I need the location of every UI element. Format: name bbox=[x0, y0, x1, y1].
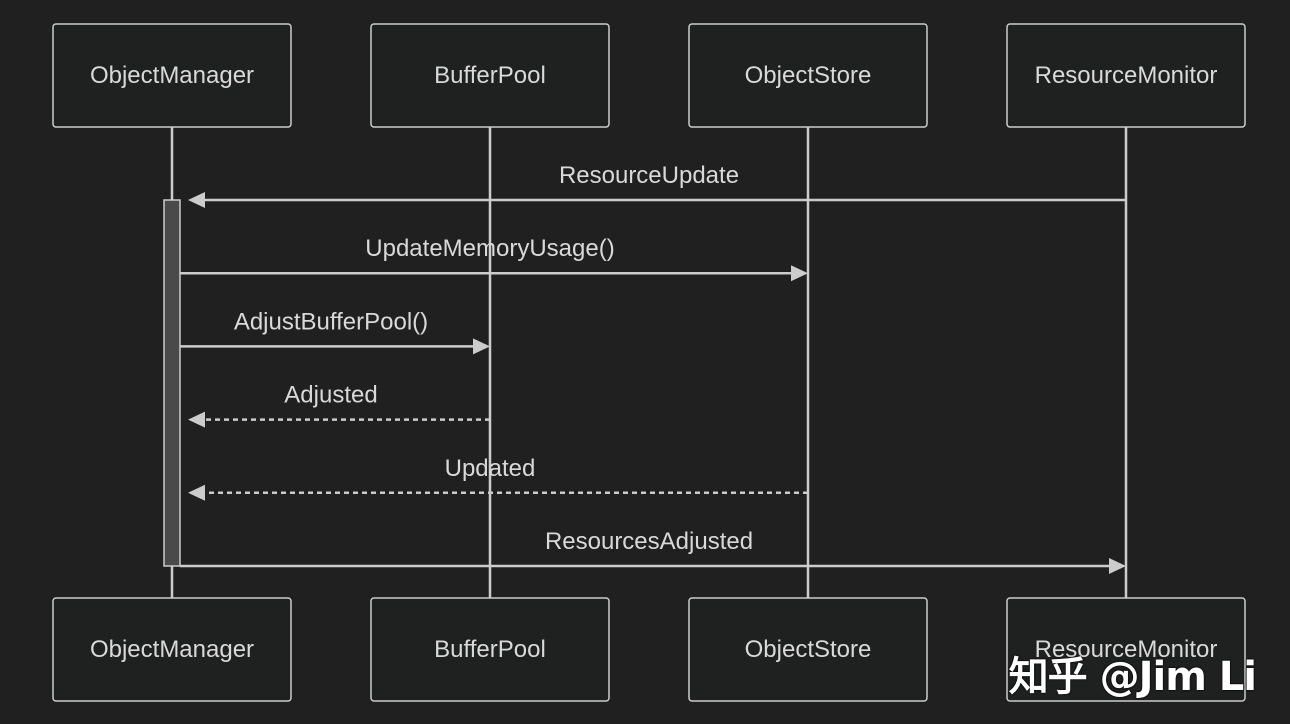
message-label: Updated bbox=[445, 455, 536, 482]
actor-rm-top: ResourceMonitor bbox=[1006, 23, 1246, 128]
message-2: UpdateMemoryUsage() bbox=[180, 235, 808, 282]
actor-om-bottom: ObjectManager bbox=[52, 597, 292, 702]
actor-label: ResourceMonitor bbox=[1035, 62, 1218, 89]
watermark: 知乎 @Jim Li bbox=[1008, 654, 1257, 700]
message-label: ResourceUpdate bbox=[559, 162, 739, 189]
actor-box bbox=[688, 23, 928, 128]
message-1: ResourceUpdate bbox=[188, 162, 1126, 208]
arrow-head bbox=[188, 411, 205, 428]
message-5: Updated bbox=[188, 455, 808, 501]
message-label: ResourcesAdjusted bbox=[545, 528, 753, 555]
actor-label: ObjectStore bbox=[745, 636, 872, 663]
activation-bar bbox=[163, 199, 181, 567]
arrow-head bbox=[473, 338, 490, 355]
arrow-head bbox=[188, 484, 205, 501]
arrow-head bbox=[791, 265, 808, 282]
message-4: Adjusted bbox=[188, 382, 490, 428]
actor-label: ObjectManager bbox=[90, 636, 254, 663]
message-label: Adjusted bbox=[284, 382, 377, 409]
actor-box bbox=[1006, 597, 1246, 702]
actor-label: BufferPool bbox=[434, 62, 546, 89]
actor-box bbox=[688, 597, 928, 702]
actor-label: ObjectManager bbox=[90, 62, 254, 89]
actor-os-bottom: ObjectStore bbox=[688, 597, 928, 702]
actor-om-top: ObjectManager bbox=[52, 23, 292, 128]
actor-box bbox=[1006, 23, 1246, 128]
arrow-head bbox=[1109, 558, 1126, 574]
actor-os-top: ObjectStore bbox=[688, 23, 928, 128]
actor-bp-top: BufferPool bbox=[370, 23, 610, 128]
actor-rm-bottom: ResourceMonitor bbox=[1006, 597, 1246, 702]
message-label: UpdateMemoryUsage() bbox=[365, 235, 614, 262]
message-label: AdjustBufferPool() bbox=[234, 308, 428, 335]
message-3: AdjustBufferPool() bbox=[180, 308, 490, 355]
actor-bp-bottom: BufferPool bbox=[370, 597, 610, 702]
arrow-head bbox=[188, 192, 205, 208]
actor-box bbox=[52, 23, 292, 128]
actor-box bbox=[370, 23, 610, 128]
actor-box bbox=[370, 597, 610, 702]
actor-label: ObjectStore bbox=[745, 62, 872, 89]
actor-label: ResourceMonitor bbox=[1035, 636, 1218, 663]
actor-box bbox=[52, 597, 292, 702]
actor-label: BufferPool bbox=[434, 636, 546, 663]
message-6: ResourcesAdjusted bbox=[180, 528, 1126, 574]
